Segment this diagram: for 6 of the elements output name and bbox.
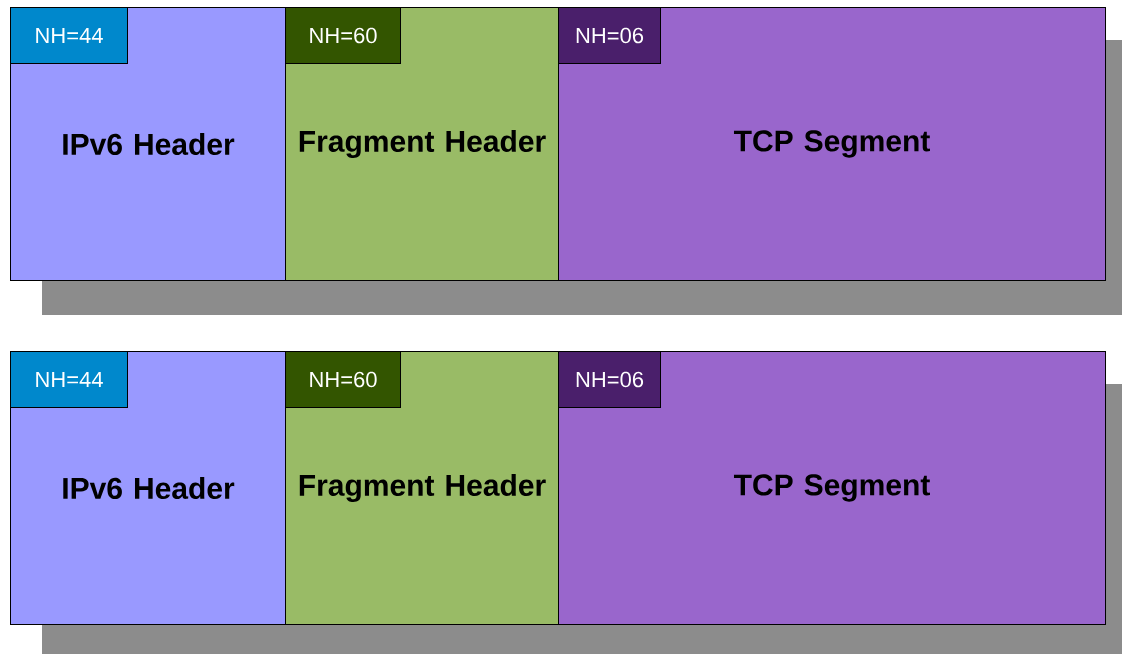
next-header-tag: NH=60 bbox=[285, 351, 401, 408]
next-header-tag: NH=06 bbox=[558, 351, 661, 408]
next-header-tag: NH=44 bbox=[10, 351, 128, 408]
next-header-tag: NH=44 bbox=[10, 7, 128, 64]
next-header-tag: NH=60 bbox=[285, 7, 401, 64]
next-header-tag: NH=06 bbox=[558, 7, 661, 64]
